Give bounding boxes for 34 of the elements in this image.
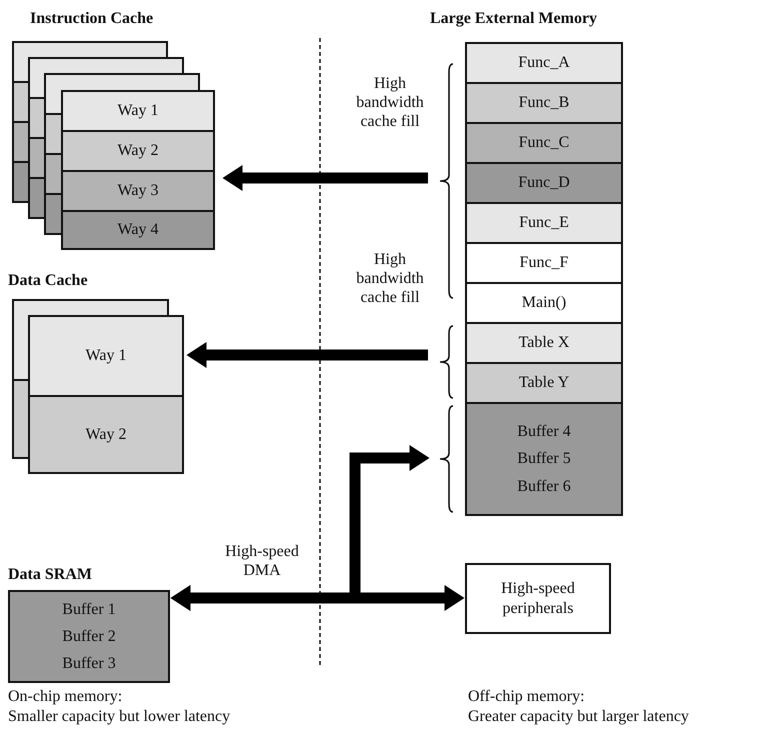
section-heading: Data Cache [8,272,88,290]
memory-region: Func_E [465,202,623,244]
section-heading: Instruction Cache [30,10,154,28]
memory-region: Func_A [465,42,623,84]
buffer-label: Buffer 3 [62,654,116,674]
peripheral-box: High-speed peripherals [465,563,611,634]
buffer-label: Buffer 1 [62,600,116,619]
section-heading: Large External Memory [430,10,598,28]
memory-region: Func_B [465,82,623,124]
note-text: On-chip memory: [8,688,122,706]
memory-region: Func_C [465,122,623,164]
memory-region: Table Y [465,362,623,404]
note-text: Greater capacity but larger latency [468,708,689,726]
cache-way: Way 3 [61,170,215,212]
arrow [170,445,430,611]
memory-region: Table X [465,322,623,364]
memory-region: Func_D [465,162,623,204]
buffer-label: Buffer 5 [517,449,571,469]
buffer-label: Buffer 2 [62,626,116,646]
section-heading: Data SRAM [8,566,92,584]
note-text: Smaller capacity but lower latency [8,708,230,726]
cache-way: Way 2 [61,130,215,172]
buffer-block [465,402,623,516]
buffer-label: Buffer 6 [517,476,571,496]
cache-way: Way 2 [28,395,184,474]
arrow [222,165,428,191]
arrow [186,342,428,368]
note-text: Off-chip memory: [468,688,585,706]
memory-region: Func_F [465,242,623,284]
buffer-label: Buffer 4 [517,422,571,442]
memory-region: Main() [465,282,623,324]
cache-way: Way 1 [61,90,215,132]
cache-way: Way 4 [61,210,215,250]
cache-way: Way 1 [28,315,184,397]
